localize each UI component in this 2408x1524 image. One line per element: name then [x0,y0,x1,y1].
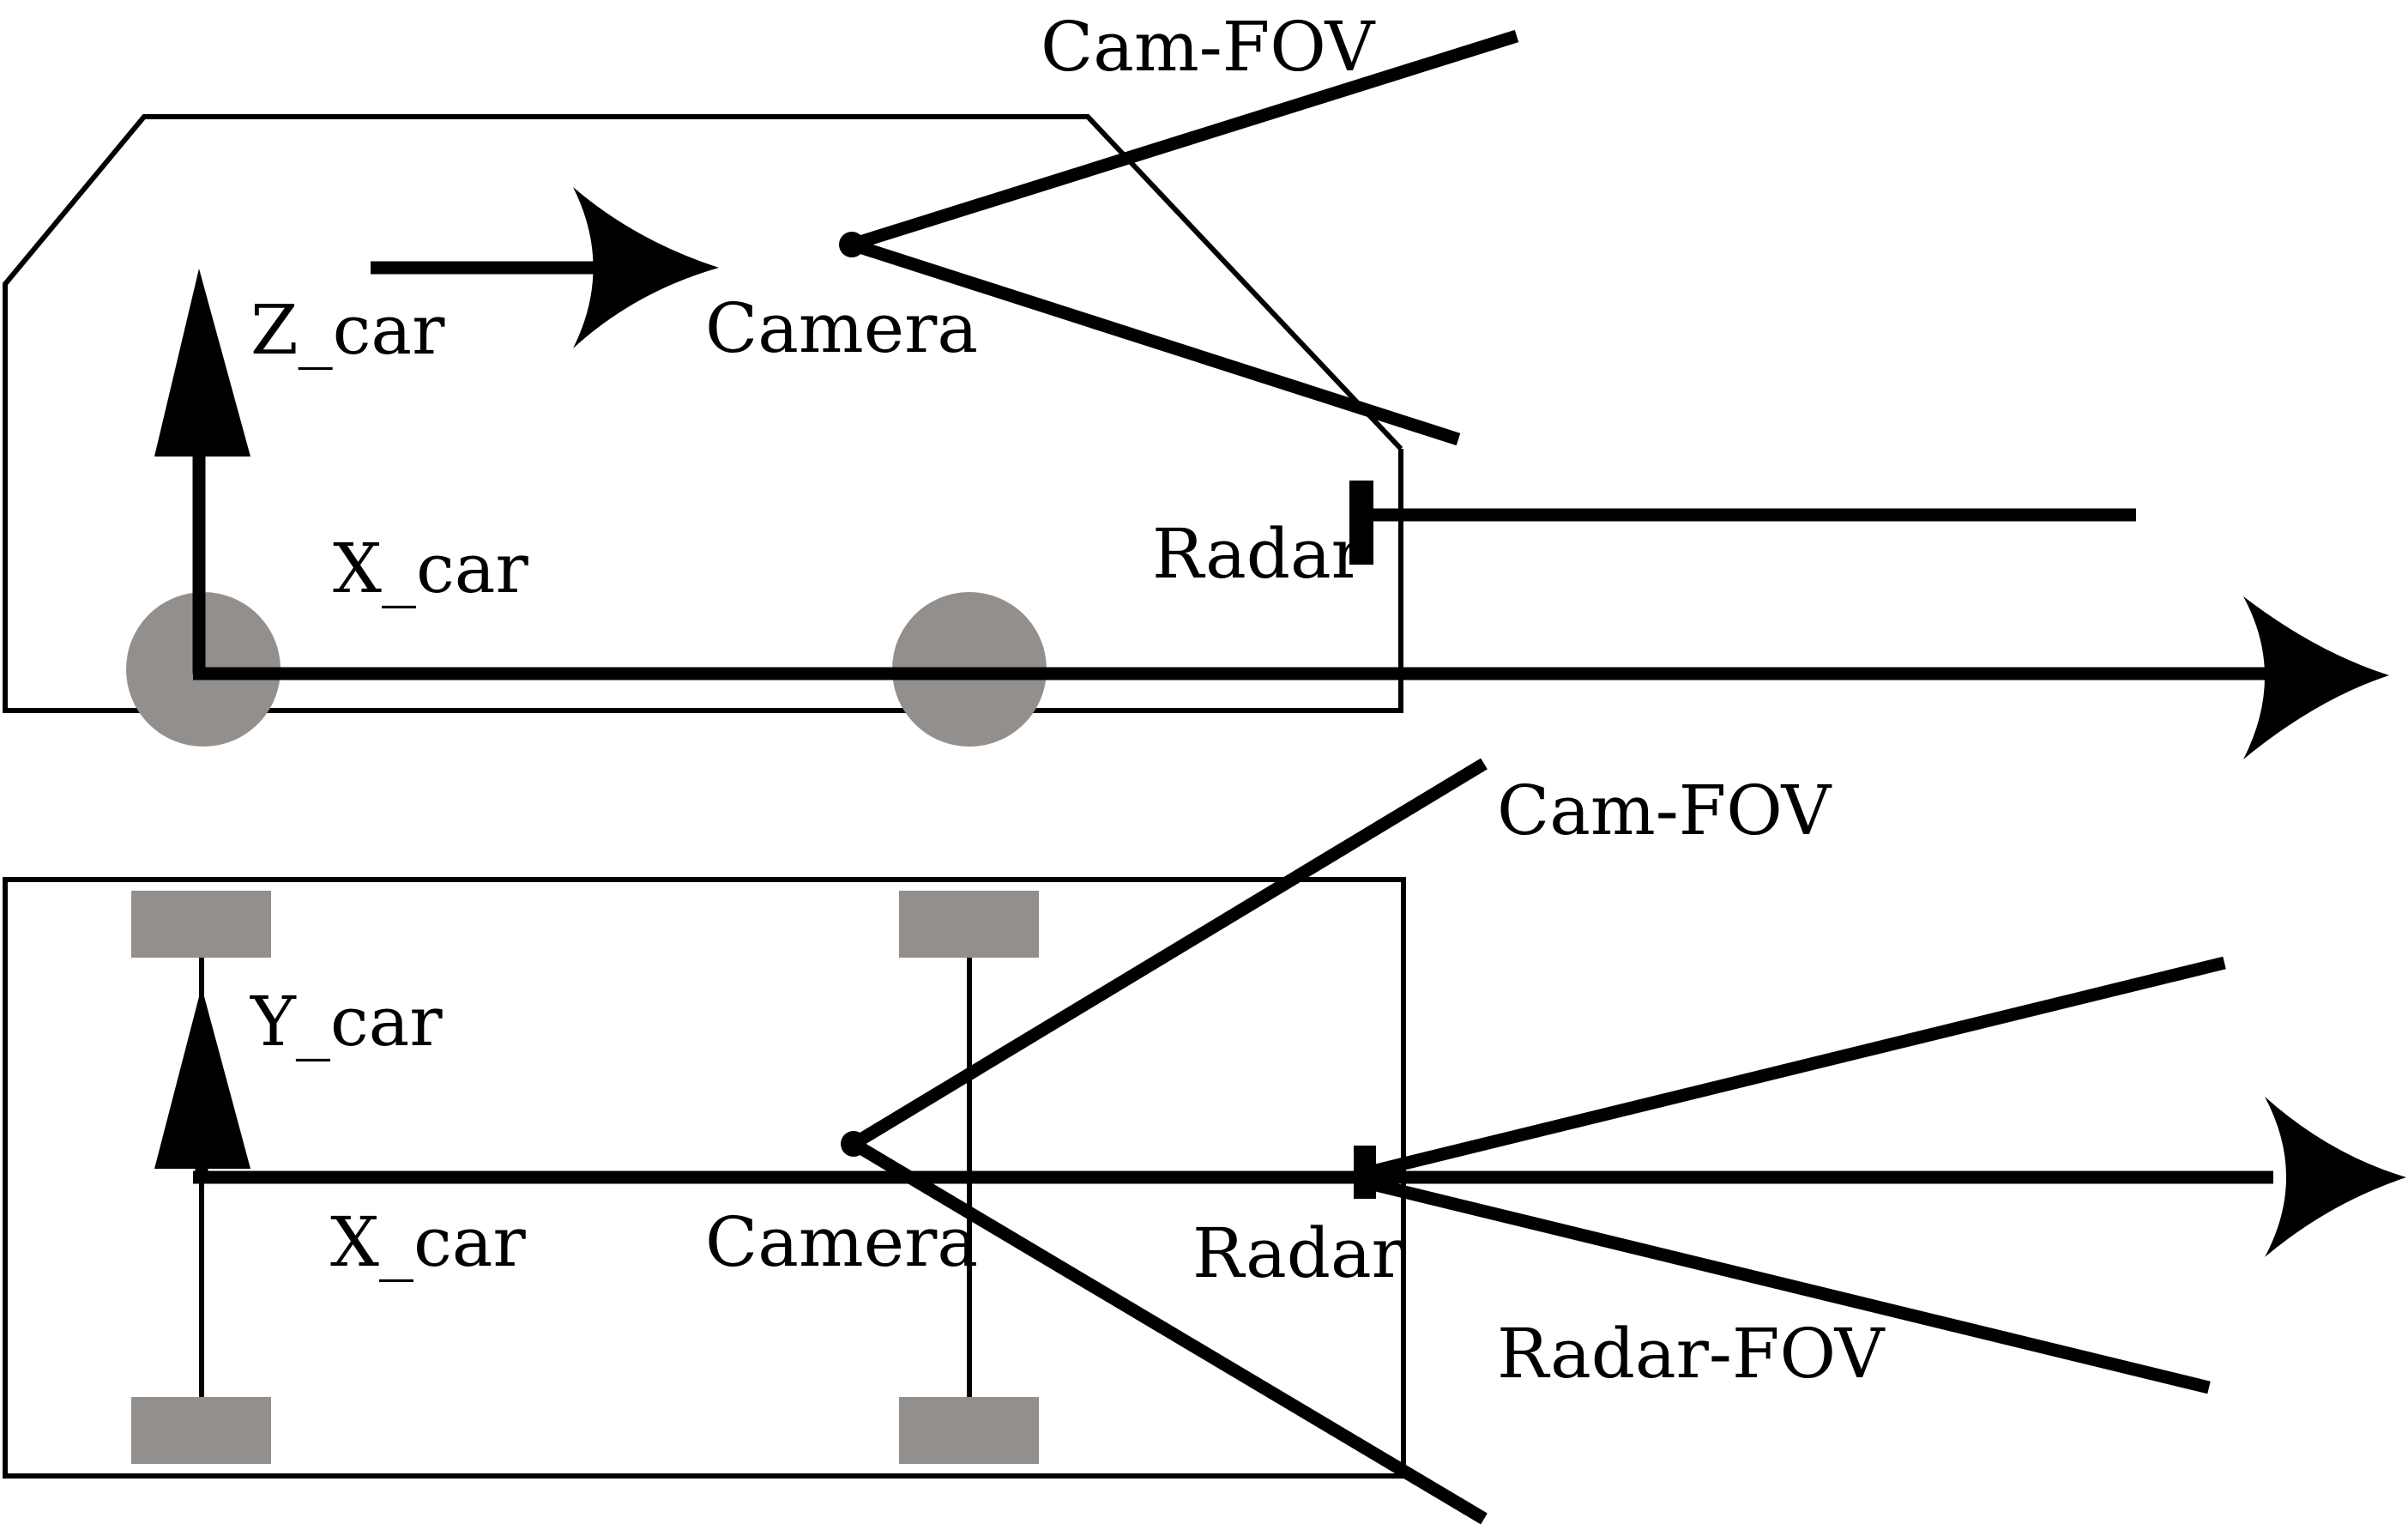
camera-point-side [839,232,865,257]
front-right-wheel-top [899,1397,1039,1464]
camera-point-top [841,1131,866,1157]
y-axis-label: Y_car [250,982,443,1061]
x-axis-arrowhead-side [2243,596,2389,759]
front-left-wheel-top [899,891,1039,958]
travel-direction-arrowhead [573,187,719,348]
top-view: Cam-FOV Y_car X_car Camera Radar Radar-F… [3,758,2406,1524]
radar-sensor-side [1349,481,1373,565]
cam-fov-lower-top [850,1138,1488,1524]
x-axis-label-side: X_car [333,529,528,608]
car-body-side-outline [2,114,1403,713]
camera-label-top: Camera [705,1202,978,1282]
radar-label-side: Radar [1152,514,1365,594]
cam-fov-upper-side [849,29,1519,251]
radar-fov-label: Radar-FOV [1497,1314,1886,1394]
cam-fov-upper-top [850,758,1488,1150]
radar-label-top: Radar [1192,1213,1405,1293]
x-axis-arrowhead-top [2265,1097,2406,1257]
side-view: Cam-FOV Camera Z_car X_car Radar [2,7,2389,759]
cam-fov-label-side: Cam-FOV [1041,7,1375,87]
z-axis-label: Z_car [250,290,445,370]
cam-fov-label-top: Cam-FOV [1497,771,1832,850]
radar-fov-upper [1371,956,2226,1178]
camera-label-side: Camera [705,288,978,368]
cam-fov-lower-side [849,238,1461,446]
rear-left-wheel-top [131,891,271,958]
z-axis-arrowhead [154,269,250,457]
radar-fov-lower [1371,1177,2211,1394]
x-axis-label-top: X_car [330,1202,526,1282]
rear-right-wheel-top [131,1397,271,1464]
y-axis-arrowhead [154,987,250,1169]
